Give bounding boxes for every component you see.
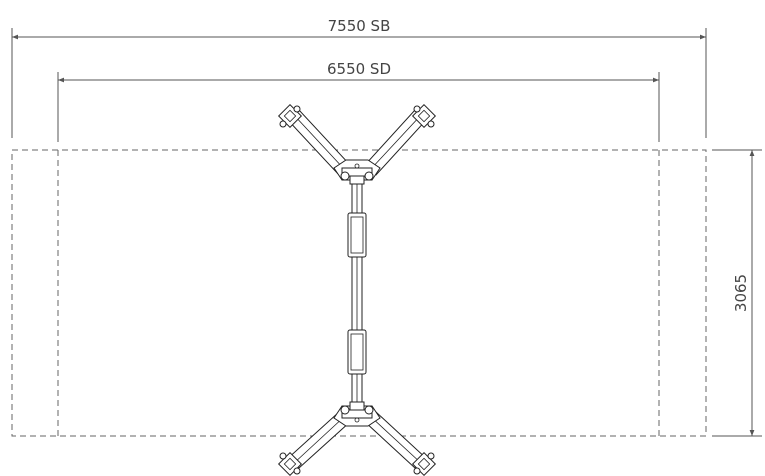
depth-label: 3065 (732, 274, 750, 312)
dimension-overall-width: 7550 SB (11, 17, 707, 138)
arm-pad-bottom-left (277, 451, 303, 476)
spine-clamp-upper (347, 212, 367, 258)
spine-clamp-lower (347, 329, 367, 375)
dimension-depth: 3065 (712, 149, 762, 437)
lift-spine (347, 179, 367, 413)
arm-pad-top-right (411, 103, 437, 129)
arm-pad-top-left (277, 103, 303, 129)
lift-bottom-assembly (277, 401, 437, 476)
overall-width-label: 7550 SB (328, 17, 391, 35)
head-plate-bottom (333, 401, 381, 427)
bay-outline (11, 149, 707, 437)
head-plate-top (333, 159, 381, 185)
dimension-inner-width: 6550 SD (57, 60, 660, 142)
inner-width-label: 6550 SD (327, 60, 391, 78)
arm-pad-bottom-right (411, 451, 437, 476)
lift-top-assembly (277, 103, 437, 185)
